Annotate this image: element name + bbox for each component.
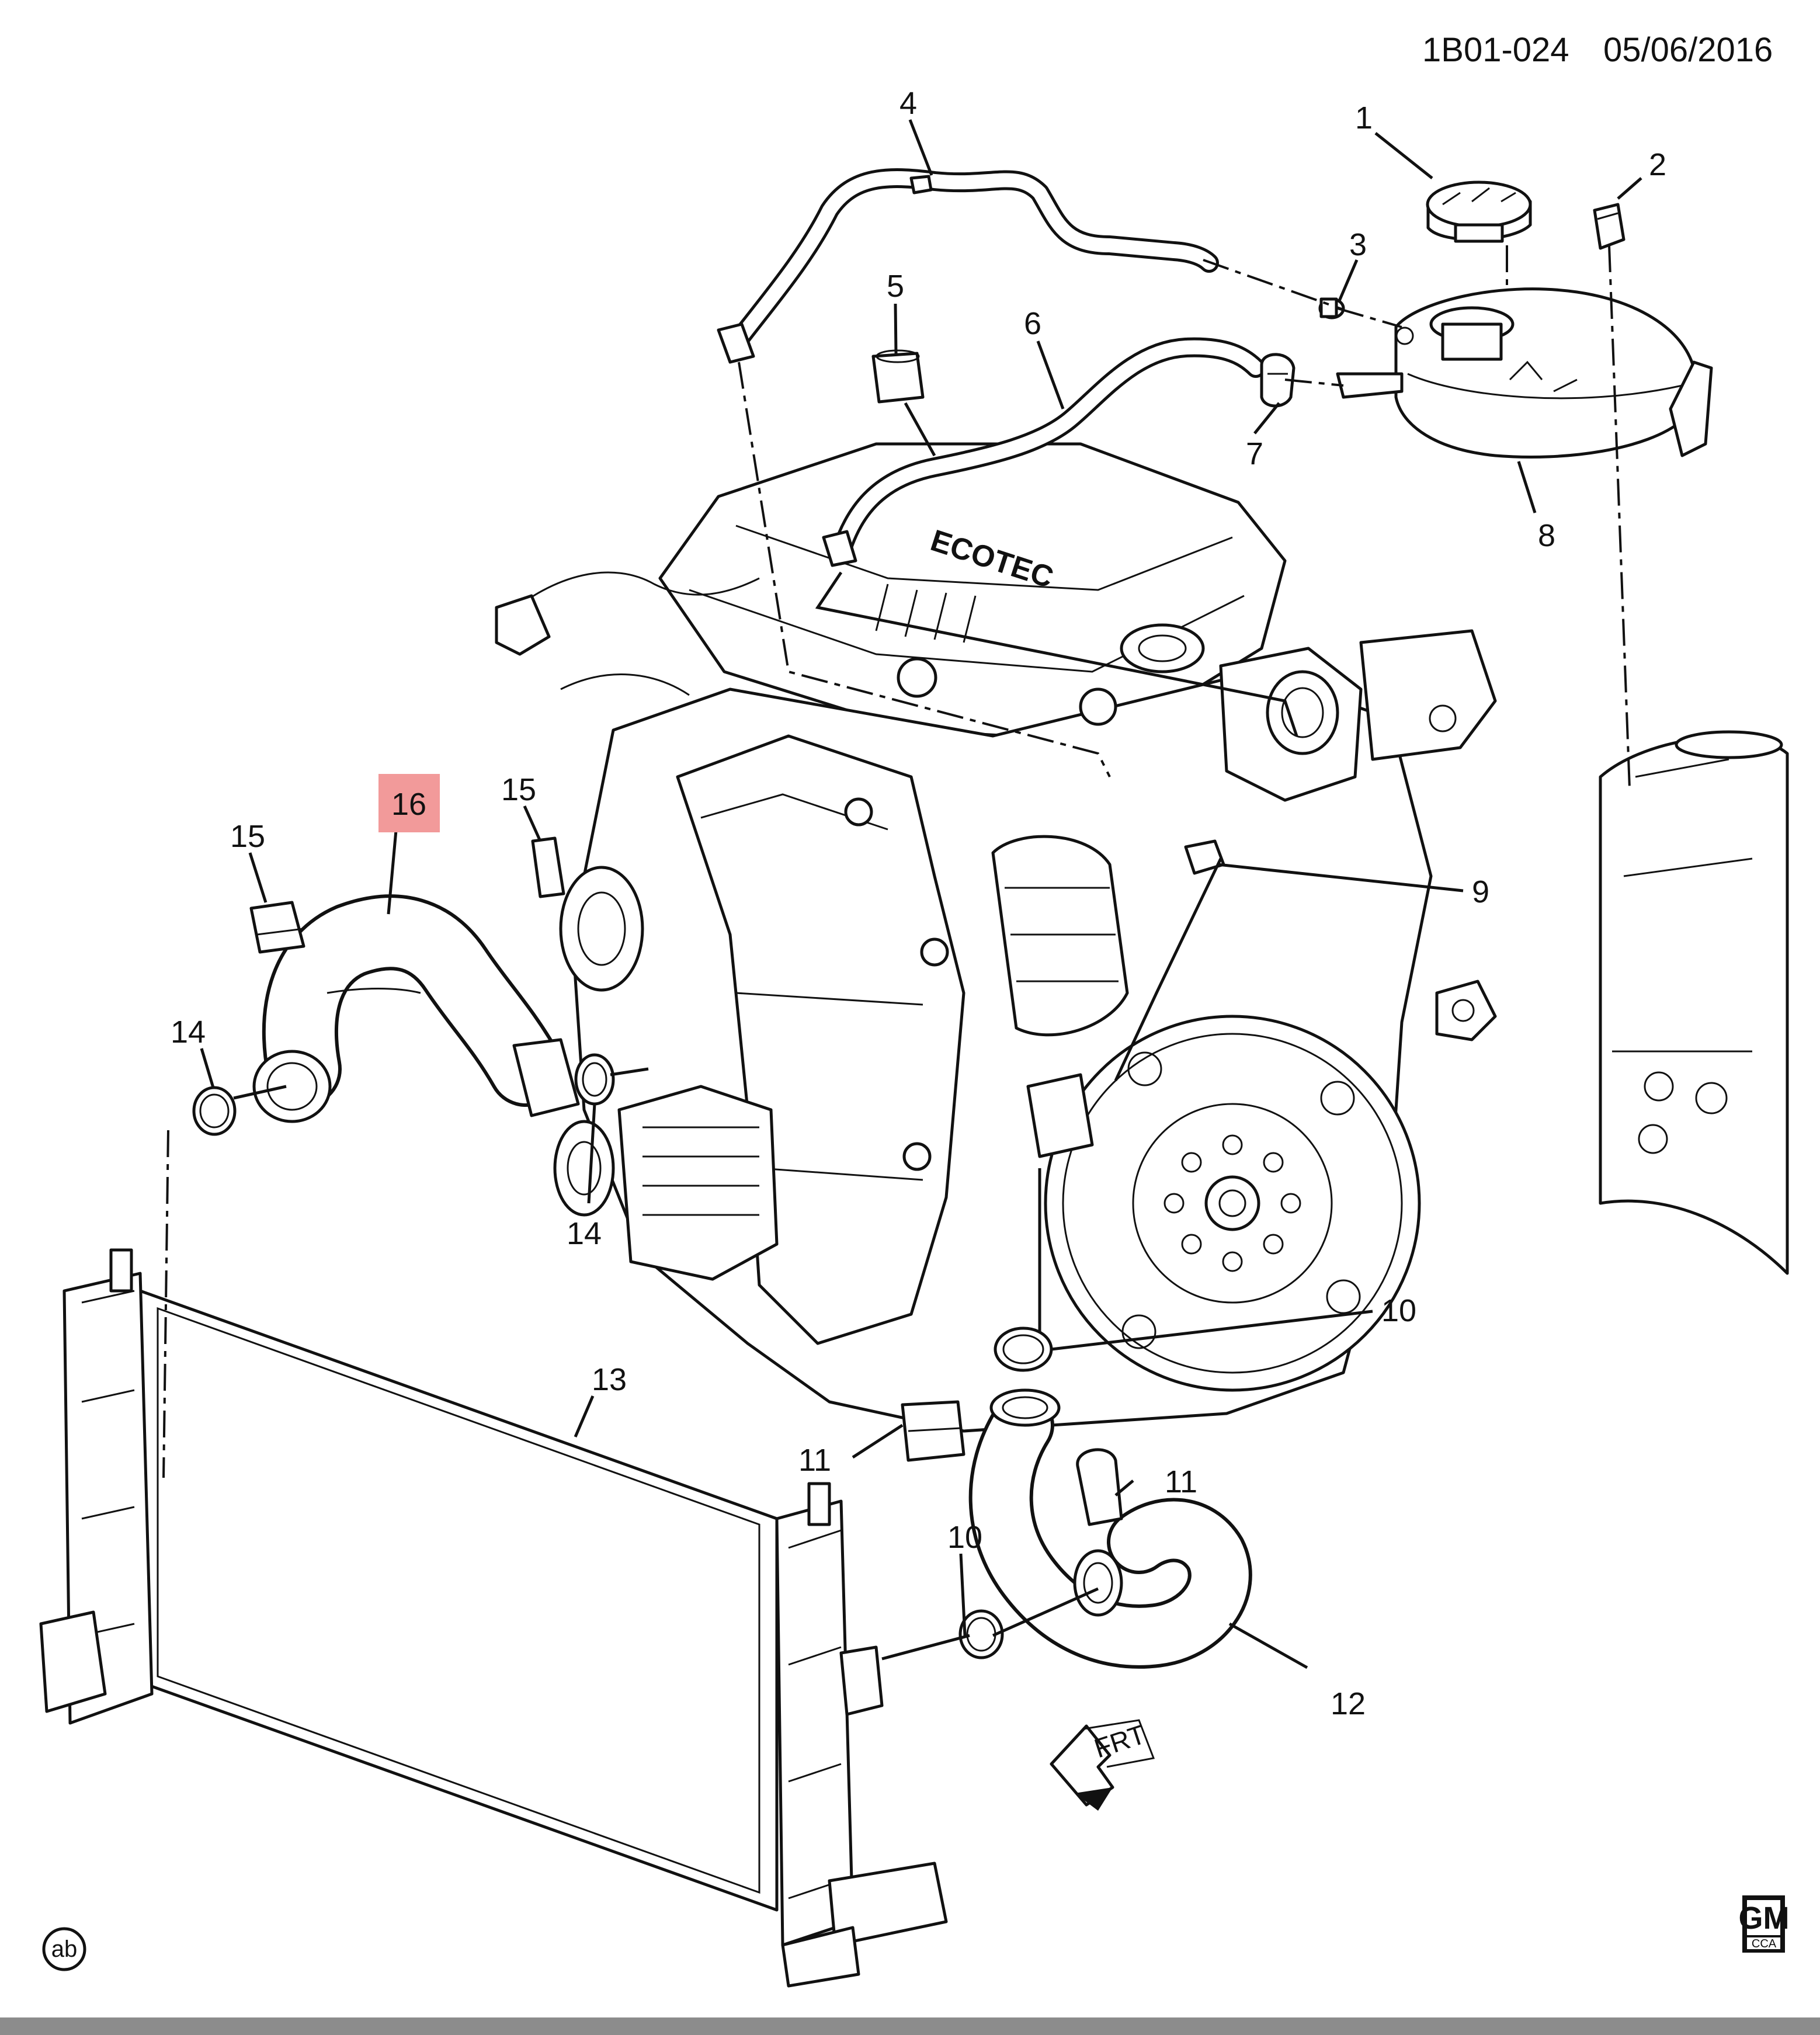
frt-label: FRT	[1090, 1719, 1149, 1764]
callout-7: 7	[1246, 436, 1263, 471]
callout-16: 16	[391, 787, 426, 822]
callout-15-right: 15	[501, 772, 536, 807]
radiator-inlet-hose-16	[252, 894, 580, 1123]
o-ring-10-upper	[994, 1326, 1053, 1372]
callout-16-highlight	[378, 774, 440, 832]
callout-9: 9	[1472, 874, 1489, 909]
hose-clamp-11-upper	[901, 1400, 965, 1462]
vent-hose-4	[717, 168, 1219, 364]
gm-logo: GM CCA	[1739, 1895, 1790, 1953]
callout-5: 5	[887, 269, 904, 304]
diagram-id: 1B01-024	[1422, 31, 1569, 69]
hose-clamp-15-right	[531, 836, 565, 898]
hose-clamp-15-left	[249, 901, 305, 954]
overflow-hose-6	[822, 337, 1266, 567]
logo-main: GM	[1739, 1901, 1790, 1936]
front-direction-indicator: FRT	[1050, 1719, 1155, 1811]
hose-clamp-7	[1260, 353, 1295, 408]
callout-leaders	[200, 119, 1642, 1669]
coolant-reservoir	[1336, 287, 1713, 459]
connector-lines	[233, 402, 1298, 1661]
callout-10-upper: 10	[1381, 1293, 1416, 1328]
callout-2: 2	[1649, 147, 1666, 182]
radiator-outlet-hose-12	[968, 1388, 1252, 1669]
callout-4: 4	[899, 86, 917, 121]
callout-12: 12	[1331, 1686, 1366, 1721]
callout-11-right: 11	[1165, 1464, 1197, 1499]
ab-corner-mark: ab	[42, 1927, 86, 1971]
callout-8: 8	[1538, 518, 1555, 553]
o-ring-10-lower	[958, 1609, 1004, 1659]
hose-grommet	[871, 349, 925, 404]
callout-15-left: 15	[230, 819, 265, 854]
callout-6: 6	[1024, 306, 1041, 341]
logo-sub: CCA	[1752, 1937, 1777, 1950]
alignment-lines	[162, 245, 1631, 1478]
footer-bar	[0, 2017, 1820, 2035]
o-ring-14-right	[574, 1053, 615, 1106]
diagram-date: 05/06/2016	[1603, 31, 1773, 69]
hose-clamp-11-lower	[1076, 1448, 1123, 1526]
reservoir-clip	[1593, 203, 1626, 250]
callout-1: 1	[1355, 100, 1373, 136]
body-panel	[1599, 730, 1789, 1275]
callout-3: 3	[1349, 227, 1367, 262]
callout-14-right: 14	[567, 1216, 602, 1251]
callout-10-lower: 10	[947, 1520, 982, 1555]
callout-14-left: 14	[171, 1015, 206, 1050]
engine-assembly: ECOTEC	[495, 442, 1497, 1433]
radiator-cap	[1426, 180, 1532, 243]
o-ring-14-left	[192, 1086, 237, 1136]
callout-11-left: 11	[798, 1443, 831, 1478]
radiator	[39, 1248, 948, 1988]
callout-labels: 1 2 3 4 5 6 7 8 9 10 10 11 11 12 13 14 1…	[171, 86, 1666, 1721]
callout-13: 13	[592, 1362, 627, 1397]
ab-label: ab	[51, 1936, 78, 1962]
